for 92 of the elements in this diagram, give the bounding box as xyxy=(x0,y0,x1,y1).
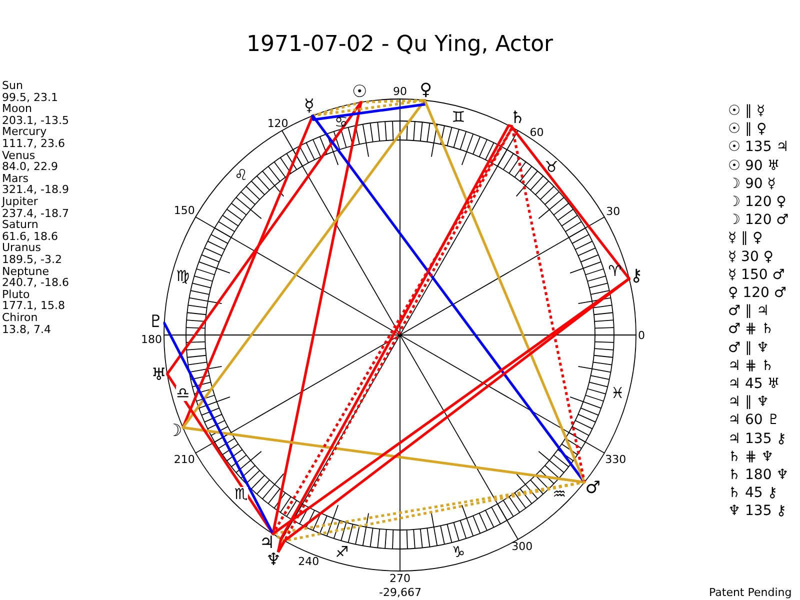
planet-glyph: ♂ xyxy=(585,480,600,498)
degree-label: 240 xyxy=(298,556,320,567)
aspect-entry: ♄ 45 ⚷ xyxy=(728,486,778,500)
degree-label: 120 xyxy=(267,118,288,129)
planet-glyph: ♅ xyxy=(151,366,166,384)
degree-label: 180 xyxy=(141,334,162,345)
planet-position: 203.1, -13.5 xyxy=(2,114,69,126)
planet-glyph: ⚷ xyxy=(630,268,643,286)
planet-glyph: ☿ xyxy=(304,98,314,115)
planet-glyph: ♀ xyxy=(420,82,432,100)
aspect-line xyxy=(311,99,426,121)
planet-name: Moon xyxy=(2,103,32,114)
zodiac-sign: ♋ xyxy=(334,114,348,130)
aspect-entry: ☉ ∥ ☿ xyxy=(728,104,766,118)
degree-label: 150 xyxy=(174,205,195,216)
degree-label: 210 xyxy=(174,454,195,465)
aspect-entry: ♃ ∥ ♆ xyxy=(728,395,770,410)
zodiac-sign: ♓ xyxy=(610,386,624,401)
degree-label: 90 xyxy=(393,86,407,97)
footer-number: -29,667 xyxy=(379,587,422,598)
zodiac-sign: ♏ xyxy=(234,486,248,502)
planet-glyph: ☉ xyxy=(352,84,368,102)
aspect-entry: ♃ 135 ⚷ xyxy=(728,432,786,446)
aspect-entry: ☽ 120 ♂ xyxy=(728,213,789,228)
planet-name: Venus xyxy=(2,150,36,161)
aspect-line xyxy=(510,126,631,280)
planet-position: 111.7, 23.6 xyxy=(2,138,65,149)
zodiac-sign: ♒ xyxy=(552,486,566,502)
degree-label: 60 xyxy=(530,126,544,138)
aspect-line xyxy=(162,322,274,536)
aspect-entry: ☽ 120 ♀ xyxy=(728,195,786,209)
aspect-entry: ☿ ∥ ♀ xyxy=(728,231,763,246)
aspect-entry: ♆ 135 ⚷ xyxy=(728,504,786,518)
planet-position: 237.4, -18.7 xyxy=(2,208,69,219)
planet-name: Mercury xyxy=(2,126,47,138)
degree-label: 0 xyxy=(638,330,645,340)
aspect-line xyxy=(180,114,314,429)
degree-label: 300 xyxy=(512,541,533,552)
aspect-entry: ☉ 90 ♅ xyxy=(728,158,780,173)
aspect-entry: ♂ ∥ ♆ xyxy=(728,340,770,355)
aspect-entry: ♃ ⋕ ♄ xyxy=(728,358,774,373)
planet-name: Uranus xyxy=(2,242,41,254)
zodiac-sign: ♌ xyxy=(234,168,248,184)
aspect-entry: ♂ ⋕ ♄ xyxy=(728,322,774,336)
planet-position: 240.7, -18.6 xyxy=(2,277,69,288)
aspect-line xyxy=(165,100,362,376)
planet-glyph: ♇ xyxy=(148,314,164,332)
planet-glyph: ♃ xyxy=(259,534,275,552)
planet-position: 321.4, -18.9 xyxy=(2,184,69,196)
planet-position: 177.1, 15.8 xyxy=(2,300,65,312)
planet-position: 13.8, 7.4 xyxy=(2,324,51,335)
zodiac-sign: ♈ xyxy=(608,264,622,279)
planet-name: Chiron xyxy=(2,312,38,323)
aspect-entry: ☉ 135 ♃ xyxy=(728,140,789,154)
aspect-entry: ♄ 180 ♆ xyxy=(728,468,789,482)
aspect-entry: ♃ 45 ♅ xyxy=(728,377,780,391)
aspect-entry: ☿ 150 ♂ xyxy=(728,268,785,282)
aspect-line xyxy=(360,98,426,104)
zodiac-sign: ♐ xyxy=(335,544,349,560)
planet-glyph: ☽ xyxy=(167,422,182,440)
zodiac-sign: ♍ xyxy=(176,269,190,284)
patent-notice: Patent Pending xyxy=(709,587,792,598)
zodiac-sign: ♉ xyxy=(544,160,558,175)
zodiac-sign: ♊ xyxy=(452,110,466,126)
degree-label: 270 xyxy=(390,573,410,584)
planet-name: Mars xyxy=(2,172,28,184)
degree-label: 30 xyxy=(606,206,620,218)
degree-label: 330 xyxy=(605,454,626,465)
aspect-entry: ♃ 60 ♇ xyxy=(728,413,780,428)
aspect-entry: ☿ 30 ♀ xyxy=(728,250,774,264)
planet-glyph: ♄ xyxy=(510,110,526,127)
planet-name: Neptune xyxy=(2,266,50,277)
planet-glyph: ♆ xyxy=(266,552,282,570)
chart-title: 1971-07-02 - Qu Ying, Actor xyxy=(246,34,554,56)
aspect-entry: ♄ ⋕ ♆ xyxy=(728,450,774,464)
planet-position: 189.5, -3.2 xyxy=(2,254,62,265)
zodiac-sign: ♎ xyxy=(176,386,190,401)
aspect-entry: ☽ 90 ☿ xyxy=(728,176,776,191)
planet-position: 84.0, 22.9 xyxy=(2,161,58,172)
aspect-line xyxy=(181,98,426,429)
aspect-line xyxy=(423,98,586,484)
aspect-line xyxy=(311,100,362,117)
planet-position: 99.5, 23.1 xyxy=(2,92,58,103)
aspect-entry: ☉ ∥ ♀ xyxy=(728,122,767,136)
planet-name: Sun xyxy=(2,80,23,91)
planet-name: Pluto xyxy=(2,288,30,300)
aspect-entry: ♀ 120 ♂ xyxy=(728,286,786,300)
planet-name: Jupiter xyxy=(2,196,38,207)
aspect-entry: ♂ ∥ ♃ xyxy=(728,304,770,318)
planet-position: 61.6, 18.6 xyxy=(2,230,58,242)
planet-name: Saturn xyxy=(2,219,38,230)
zodiac-sign: ♑ xyxy=(452,544,466,560)
